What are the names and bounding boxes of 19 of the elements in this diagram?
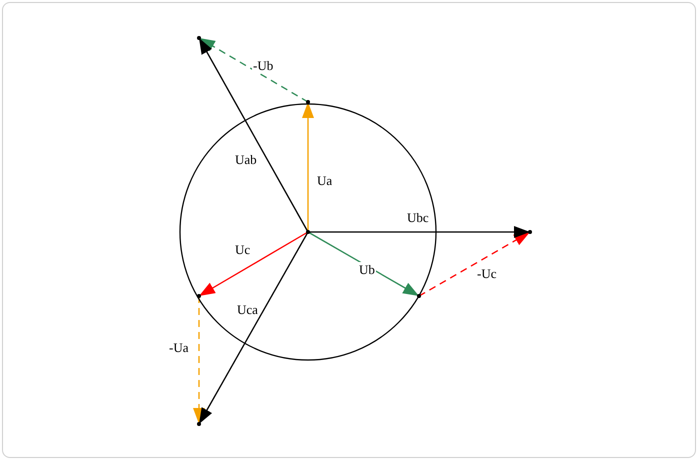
arrow (302, 102, 314, 232)
dashed-arrow (418, 231, 530, 297)
dashed-arrow (193, 296, 205, 424)
vector-point (306, 230, 310, 234)
vector-point (528, 230, 532, 234)
edge-label: Uab (234, 152, 258, 167)
vector-point (306, 100, 310, 104)
arrow (198, 38, 309, 232)
arrow (308, 231, 420, 297)
arrow (198, 232, 309, 424)
edge-label: Ubc (406, 210, 430, 225)
vector-point (197, 422, 201, 426)
vector-point (417, 294, 421, 298)
edge-label: Ub (358, 262, 376, 277)
dashed-arrow (198, 37, 308, 103)
arrow (308, 226, 530, 238)
arrow (198, 231, 308, 297)
edge-label: -Ub (252, 58, 274, 73)
vector-point (197, 36, 201, 40)
